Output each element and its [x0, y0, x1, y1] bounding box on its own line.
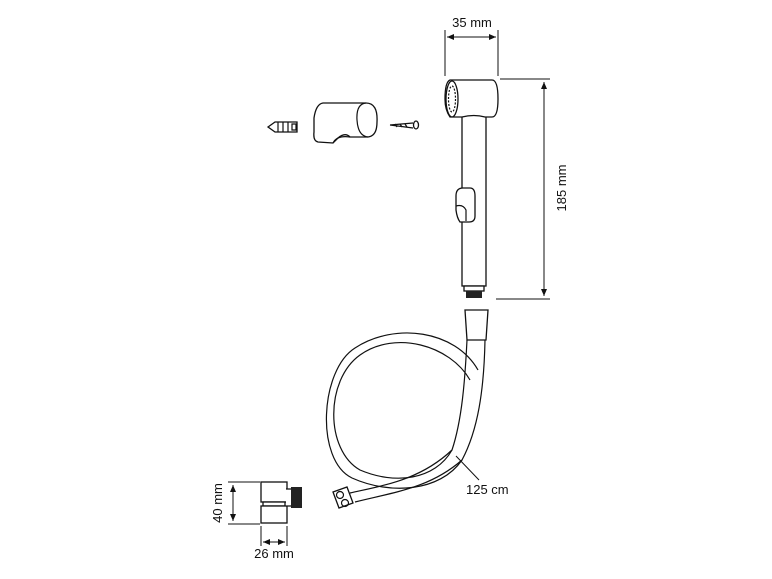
- holder-bracket: [313, 102, 378, 144]
- handset-height-label: 185 mm: [554, 165, 569, 212]
- nozzle-face: [445, 80, 459, 118]
- height-dimension-handset: 185 mm: [496, 78, 569, 300]
- wall-anchor: [266, 121, 298, 133]
- thread: [466, 291, 482, 298]
- hand-shower: [444, 79, 499, 298]
- width-dimension-valve: 26 mm: [254, 526, 294, 561]
- width-dimension-handset: 35 mm: [444, 15, 499, 76]
- handset-width-label: 35 mm: [452, 15, 492, 30]
- screw: [389, 120, 420, 130]
- hose-length-label: 125 cm: [466, 482, 509, 497]
- hose-top-connector: [464, 309, 489, 341]
- height-dimension-valve: 40 mm: [210, 481, 260, 525]
- valve-width-label: 26 mm: [254, 546, 294, 561]
- hose: 125 cm: [325, 309, 509, 509]
- angle-valve: [260, 481, 302, 524]
- valve-height-label: 40 mm: [210, 483, 225, 523]
- valve-knob: [291, 487, 302, 508]
- trigger: [455, 187, 476, 223]
